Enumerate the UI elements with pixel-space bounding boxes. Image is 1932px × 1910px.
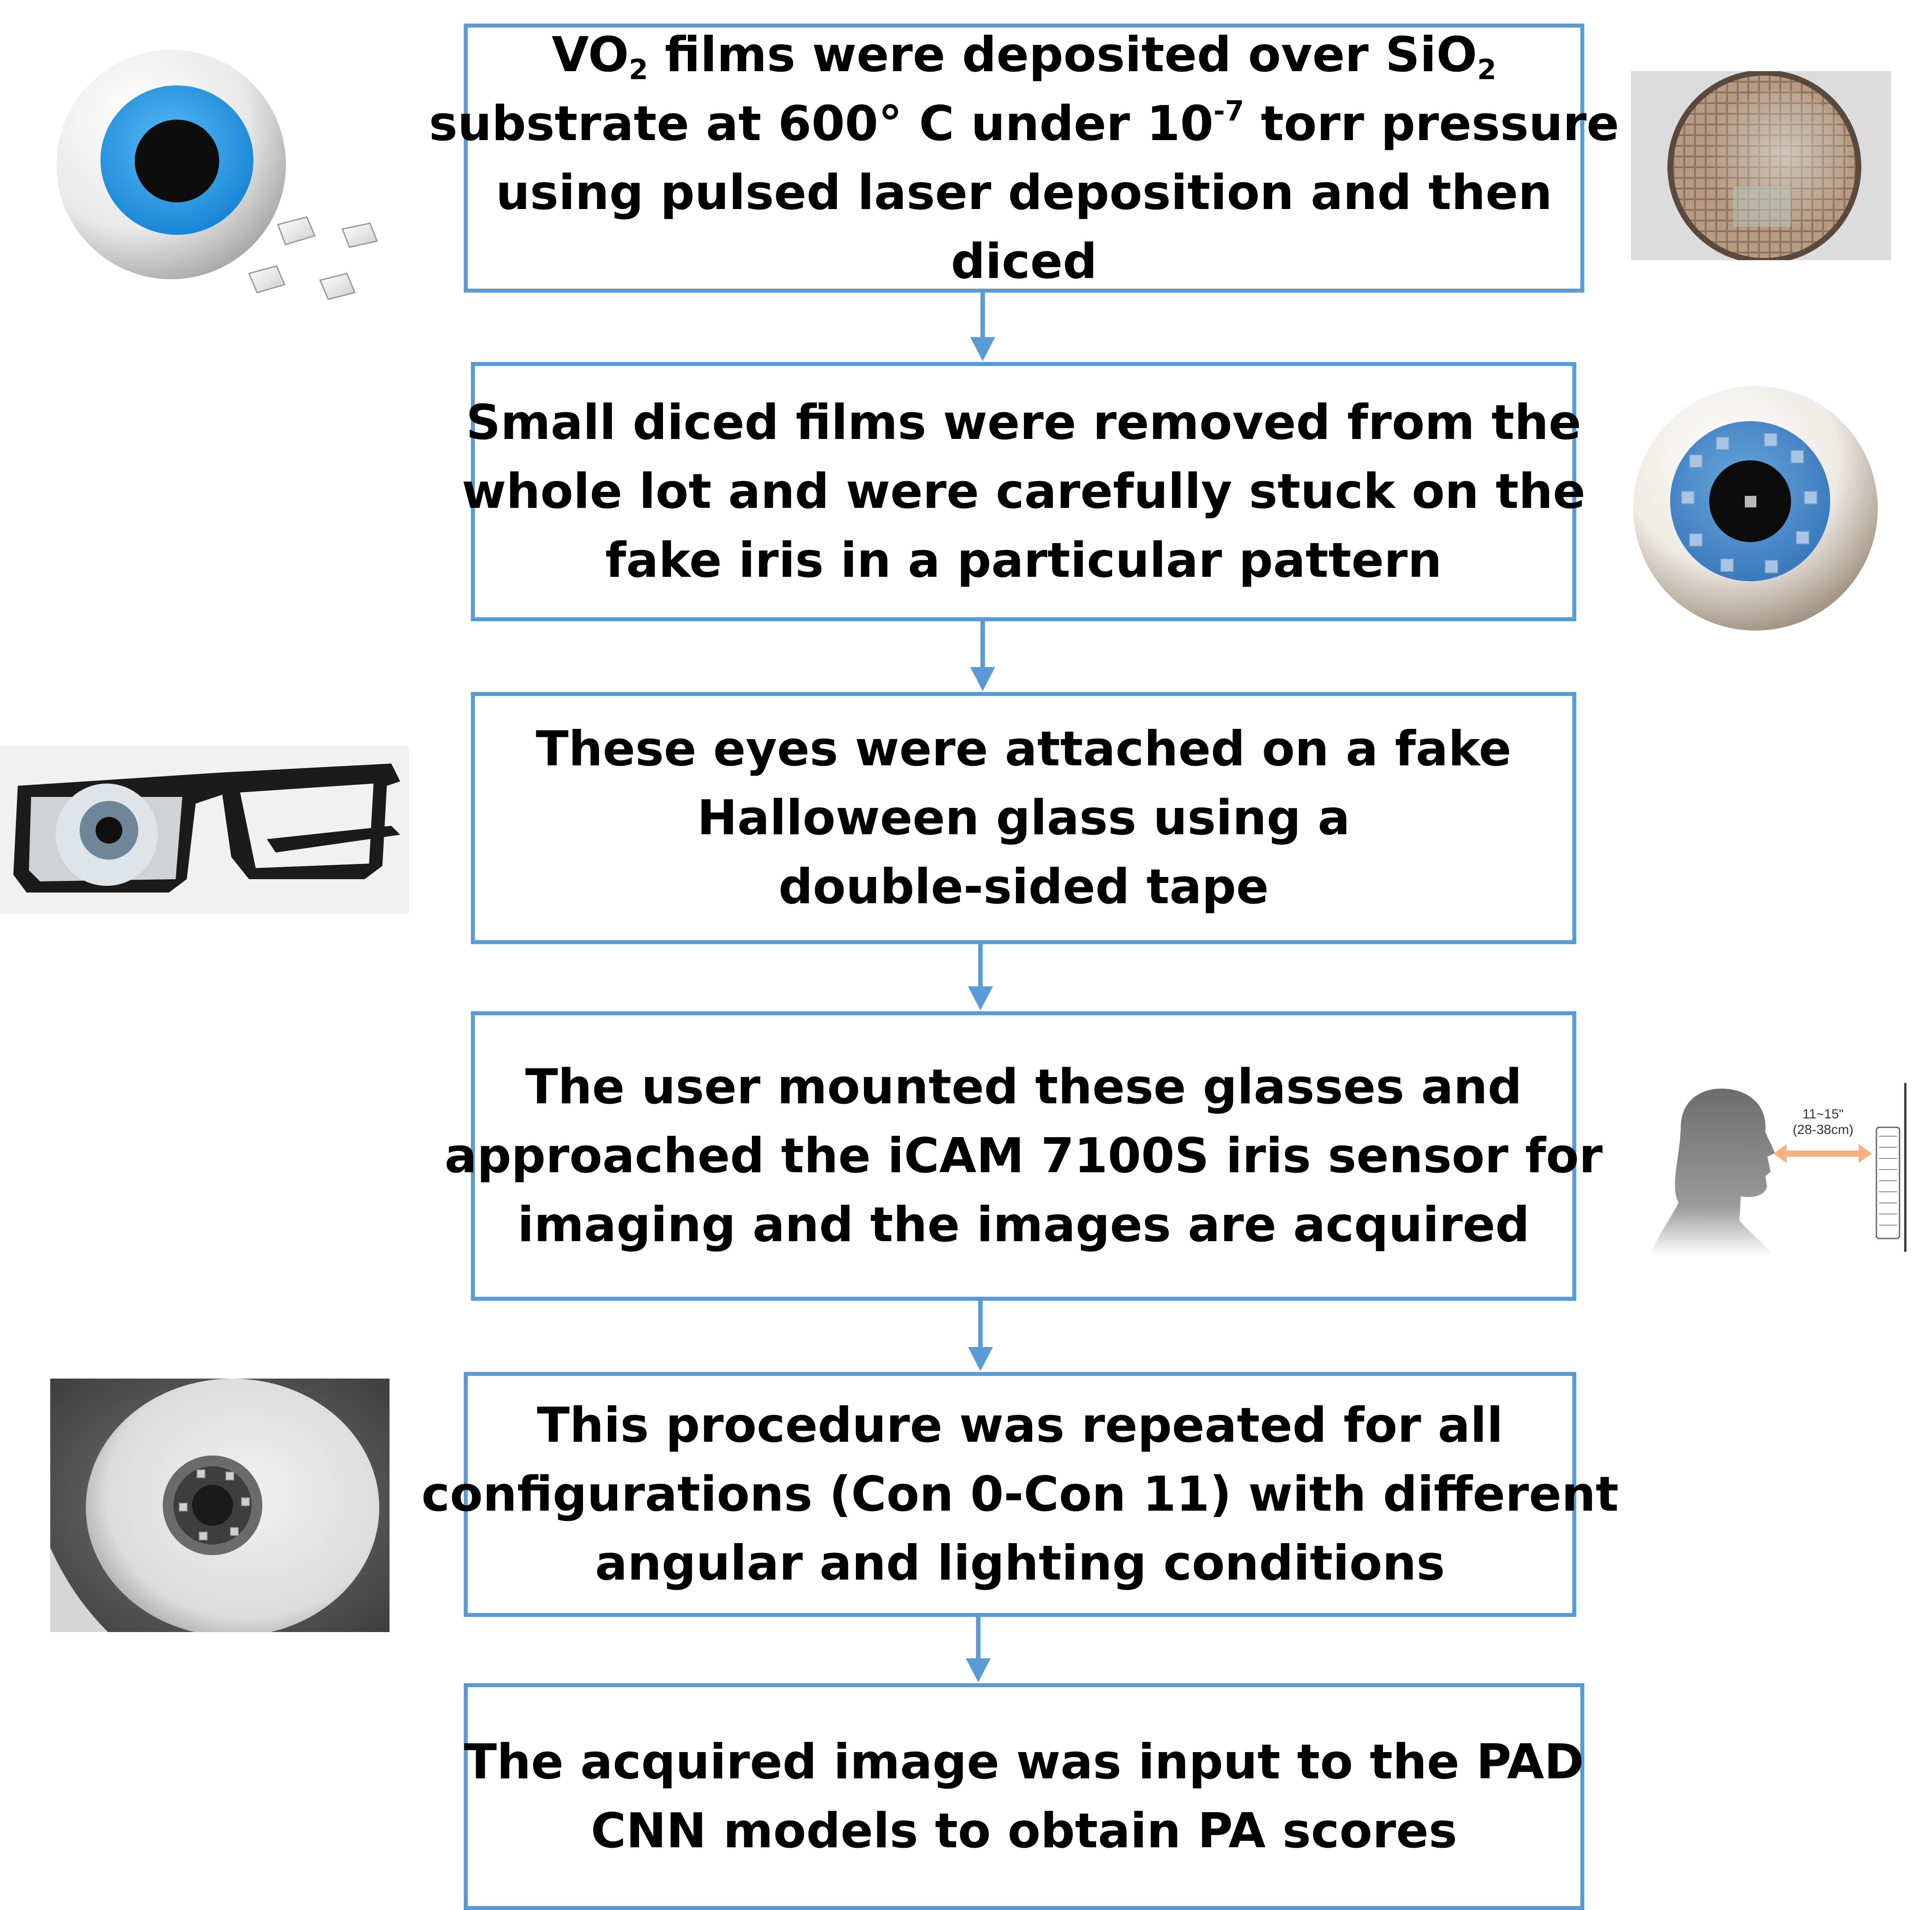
subscript: 2 — [629, 53, 648, 86]
halloween-glasses-photo — [0, 746, 409, 913]
step-box-imaging: The user mounted these glasses and approa… — [445, 1011, 1603, 1301]
step-line: whole lot and were carefully stuck on th… — [462, 457, 1586, 526]
distance-range-label: 11~15" — [1803, 1107, 1844, 1122]
step-line: double-sided tape — [536, 852, 1511, 921]
step-line: fake iris in a particular pattern — [462, 526, 1586, 595]
distance-range-cm-label: (28-38cm) — [1793, 1122, 1854, 1137]
step-box-attach-films: Small diced films were removed from the w… — [462, 362, 1586, 621]
step-line: These eyes were attached on a fake — [536, 715, 1511, 784]
step-text-run: angular and lighting conditions — [595, 1536, 1445, 1591]
step-line: CNN models to obtain PA scores — [464, 1797, 1584, 1866]
step-text-run: whole lot and were carefully stuck on th… — [462, 464, 1586, 519]
step-line: approached the iCAM 7100S iris sensor fo… — [445, 1122, 1603, 1190]
step-line: VO2 films were deposited over SiO2 — [429, 20, 1619, 89]
subscript: 2 — [1477, 53, 1497, 86]
step-text-run: These eyes were attached on a fake — [535, 721, 1512, 777]
step-line: using pulsed laser deposition and then — [429, 158, 1619, 227]
step-text-run: using pulsed laser deposition and then — [496, 165, 1552, 221]
step-text-run: diced — [951, 233, 1097, 290]
step-text-imaging: The user mounted these glasses and approa… — [427, 1053, 1621, 1259]
step-line: The user mounted these glasses and — [445, 1053, 1603, 1122]
acquired-iris-image — [50, 1379, 390, 1632]
step-text-run: approached the iCAM 7100S iris sensor fo… — [444, 1128, 1603, 1184]
arrow-2-to-3 — [970, 621, 995, 691]
step-text-run: configurations (Con 0-Con 11) with diffe… — [421, 1467, 1619, 1522]
step-text-run: torr pressure — [1244, 96, 1619, 152]
diced-wafer-photo — [1631, 71, 1891, 260]
step-text-run: CNN models to obtain PA scores — [590, 1803, 1458, 1859]
step-text-run: VO — [551, 27, 629, 83]
step-line: diced — [429, 227, 1619, 296]
arrow-5-to-6 — [966, 1617, 991, 1682]
step-line: configurations (Con 0-Con 11) with diffe… — [422, 1460, 1619, 1529]
step-text-repeat: This procedure was repeated for all confi… — [404, 1391, 1637, 1598]
step-text-run: The acquired image was input to the PAD — [464, 1734, 1584, 1790]
step-text-run: fake iris in a particular pattern — [605, 533, 1442, 588]
step-text-run: Small diced films were removed from the — [466, 395, 1582, 450]
step-line: The acquired image was input to the PAD — [464, 1728, 1584, 1797]
user-and-iris-sensor-image: 11~15" (28-38cm) — [1650, 1083, 1907, 1256]
step-line: This procedure was repeated for all — [422, 1391, 1619, 1460]
step-box-pad-cnn: The acquired image was input to the PAD C… — [464, 1683, 1584, 1910]
step-text-attach-films: Small diced films were removed from the w… — [444, 388, 1603, 595]
step-line: Halloween glass using a — [536, 784, 1511, 852]
arrow-3-to-4 — [968, 944, 993, 1010]
step-line: Small diced films were removed from the — [462, 388, 1586, 457]
step-text-run: substrate at 600° C under 10 — [429, 96, 1214, 152]
arrow-1-to-2 — [970, 293, 995, 361]
superscript: -7 — [1213, 94, 1245, 127]
step-text-run: This procedure was repeated for all — [537, 1398, 1503, 1453]
step-text-run: imaging and the images are acquired — [517, 1197, 1530, 1253]
step-text-run: films were deposited over SiO — [648, 27, 1478, 83]
step-box-repeat: This procedure was repeated for all confi… — [422, 1372, 1619, 1617]
eyeball-with-films-image — [56, 50, 378, 300]
step-text-run: Halloween glass using a — [697, 790, 1350, 846]
patterned-fake-iris-image — [1633, 386, 1878, 631]
arrow-4-to-5 — [968, 1301, 993, 1371]
step-text-run: The user mounted these glasses and — [525, 1059, 1522, 1115]
step-line: imaging and the images are acquired — [445, 1190, 1603, 1259]
step-text-run: double-sided tape — [778, 859, 1269, 915]
step-line: substrate at 600° C under 10-7 torr pres… — [429, 89, 1619, 158]
step-line: angular and lighting conditions — [422, 1529, 1619, 1598]
step-text-pad-cnn: The acquired image was input to the PAD C… — [446, 1728, 1602, 1866]
